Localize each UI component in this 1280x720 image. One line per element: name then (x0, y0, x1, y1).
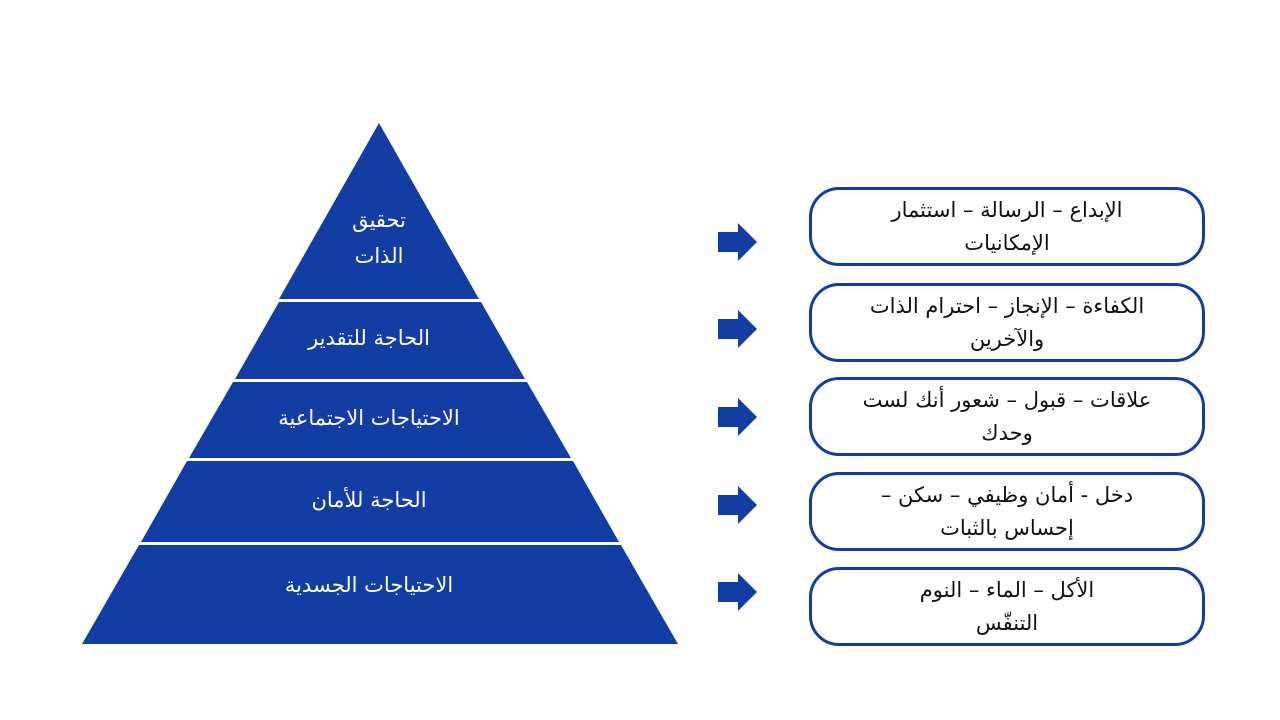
pyramid-level-1-shape (279, 123, 479, 299)
pyramid-label-self-actualization: تحقيق الذات (352, 208, 406, 268)
pyramid-level-3-shape (189, 382, 571, 458)
description-box-physiological: الأكل – الماء – النوم التنفّس (809, 567, 1205, 646)
pyramid-level-2-shape (235, 302, 525, 379)
pyramid-level-5-shape (82, 545, 678, 644)
description-box-esteem: الكفاءة – الإنجاز – احترام الذات والآخري… (809, 283, 1205, 362)
pyramid-label-esteem: الحاجة للتقدير (308, 326, 430, 350)
right-arrow-icon (718, 223, 757, 261)
right-arrow-icon (718, 310, 757, 348)
pyramid-label-social: الاحتياجات الاجتماعية (278, 406, 460, 430)
description-box-self-actualization: الإبداع – الرسالة – استثمار الإمكانيات (809, 187, 1205, 266)
pyramid-level-4-shape (141, 461, 619, 542)
right-arrow-icon (718, 486, 757, 524)
description-box-safety: دخل - أمان وظيفي – سكن – إحساس بالثبات (809, 472, 1205, 551)
pyramid-label-physiological: الاحتياجات الجسدية (284, 573, 454, 597)
right-arrow-icon (718, 573, 757, 611)
pyramid-label-safety: الحاجة للأمان (311, 488, 427, 512)
description-box-social: علاقات – قبول – شعور أنك لست وحدك (809, 377, 1205, 456)
right-arrow-icon (718, 398, 757, 436)
